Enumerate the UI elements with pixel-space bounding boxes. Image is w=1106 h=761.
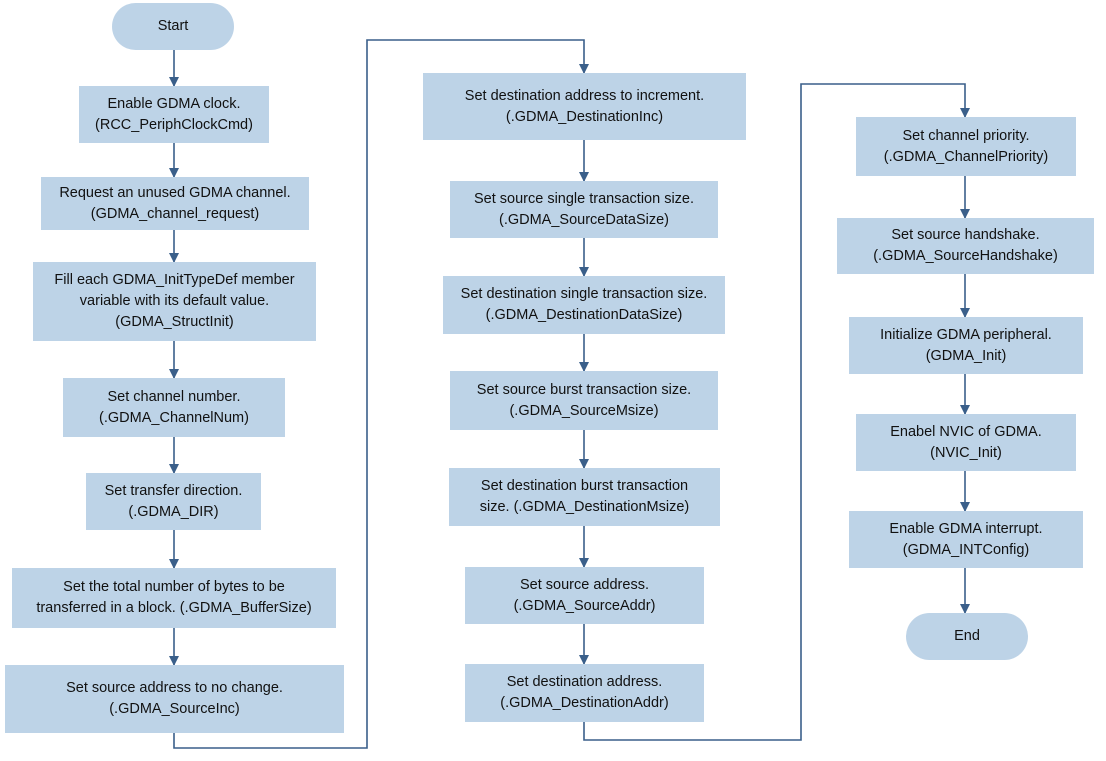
step-6-text-line-2: transferred in a block. (.GDMA_BufferSiz… (36, 600, 312, 616)
end-label: End (954, 628, 980, 644)
step-box-2: Request an unused GDMA channel. (GDMA_cha… (41, 177, 309, 230)
step-box-11: Set source burst transaction size. (.GDMA… (450, 371, 718, 430)
step-box-19: Enable GDMA interrupt. (GDMA_INTConfig) (849, 511, 1083, 568)
connector-col1-to-col2 (173, 39, 589, 749)
step-15-text-line-2: (.GDMA_ChannelPriority) (883, 148, 1049, 165)
step-9-text-line-1: Set source single transaction size. (473, 190, 695, 207)
step-box-17: Initialize GDMA peripheral. (GDMA_Init) (849, 317, 1083, 374)
step-3-text-line-2: variable with its default value. (79, 293, 270, 309)
step-2-text-line-2: (GDMA_channel_request) (90, 205, 260, 222)
step-18-text-line-1: Enabel NVIC of GDMA. (890, 423, 1042, 440)
step-box-5: Set transfer direction. (.GDMA_DIR) (86, 473, 261, 530)
step-8-text-line-1: Set destination address to increment. (464, 87, 705, 104)
step-8-text-line-2: (.GDMA_DestinationInc) (505, 108, 664, 125)
step-box-12: Set destination burst transaction size. (… (449, 468, 720, 526)
step-box-6: Set the total number of bytes to be trans… (12, 568, 336, 628)
step-box-16: Set source handshake. (.GDMA_SourceHandsh… (837, 218, 1094, 274)
step-box-10: Set destination single transaction size.… (443, 276, 725, 334)
step-10-text-line-2: (.GDMA_DestinationDataSize) (485, 307, 683, 323)
step-5-text-line-2: (.GDMA_DIR) (128, 503, 219, 520)
step-14-text-line-2: (.GDMA_DestinationAddr) (500, 695, 669, 711)
step-11-text-line-2: (.GDMA_SourceMsize) (509, 402, 659, 419)
step-17-text-line-2: (GDMA_Init) (925, 347, 1007, 364)
step-19-text-line-2: (GDMA_INTConfig) (902, 541, 1030, 558)
step-10-text-line-1: Set destination single transaction size. (460, 286, 708, 302)
end-terminal: End (906, 613, 1028, 660)
step-14-text-line-1: Set destination address. (506, 674, 663, 690)
step-13-text-line-1: Set source address. (520, 576, 649, 593)
step-9-text-line-2: (.GDMA_SourceDataSize) (498, 211, 670, 228)
step-16-text-line-2: (.GDMA_SourceHandshake) (873, 248, 1058, 264)
step-16-text-line-1: Set source handshake. (891, 227, 1040, 243)
step-17-text-line-1: Initialize GDMA peripheral. (880, 326, 1052, 343)
step-box-14: Set destination address. (.GDMA_Destinati… (465, 664, 704, 722)
step-13-text-line-2: (.GDMA_SourceAddr) (513, 597, 656, 614)
step-box-9: Set source single transaction size. (.GDM… (450, 181, 718, 238)
step-7-text-line-1: Set source address to no change. (66, 680, 283, 696)
step-15-text-line-1: Set channel priority. (902, 127, 1030, 144)
step-4-text-line-2: (.GDMA_ChannelNum) (99, 409, 249, 426)
step-12-text-line-1: Set destination burst transaction (480, 478, 689, 494)
step-1-text-line-2: (RCC_PeriphClockCmd) (95, 116, 253, 133)
step-3-text-line-3: (GDMA_StructInit) (115, 314, 234, 330)
start-label: Start (157, 18, 189, 34)
step-3-text-line-1: Fill each GDMA_InitTypeDef member (54, 272, 295, 288)
step-box-13: Set source address. (.GDMA_SourceAddr) (465, 567, 704, 624)
step-7-text-line-2: (.GDMA_SourceInc) (109, 701, 240, 717)
start-terminal: Start (112, 3, 234, 50)
step-12-text-line-2: size. (.GDMA_DestinationMsize) (479, 499, 690, 515)
step-box-3: Fill each GDMA_InitTypeDef member variabl… (33, 262, 316, 341)
step-2-text-line-1: Request an unused GDMA channel. (59, 184, 291, 201)
step-11-text-line-1: Set source burst transaction size. (476, 381, 692, 398)
step-18-text-line-2: (NVIC_Init) (930, 444, 1002, 461)
step-box-7: Set source address to no change. (.GDMA_S… (5, 665, 344, 733)
step-1-text-line-1: Enable GDMA clock. (107, 95, 241, 112)
step-box-8: Set destination address to increment. (.G… (423, 73, 746, 140)
step-6-text-line-1: Set the total number of bytes to be (63, 579, 285, 595)
step-4-text-line-1: Set channel number. (107, 388, 241, 405)
step-box-4: Set channel number. (.GDMA_ChannelNum) (63, 378, 285, 437)
step-19-text-line-1: Enable GDMA interrupt. (889, 520, 1043, 537)
step-box-1: Enable GDMA clock. (RCC_PeriphClockCmd) (79, 86, 269, 143)
connector-col2-to-col3 (583, 83, 970, 741)
step-box-18: Enabel NVIC of GDMA. (NVIC_Init) (856, 414, 1076, 471)
step-5-text-line-1: Set transfer direction. (104, 482, 243, 499)
step-box-15: Set channel priority. (.GDMA_ChannelPrior… (856, 117, 1076, 176)
